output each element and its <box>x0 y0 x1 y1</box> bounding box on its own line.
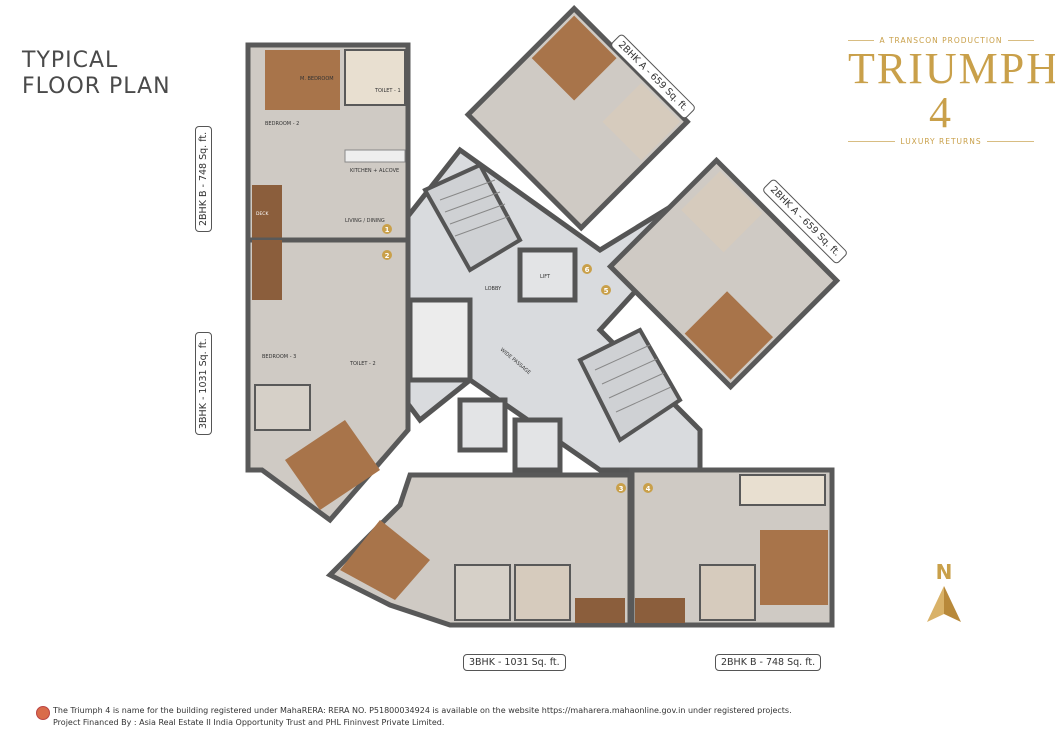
flat-markers: 1 2 3 4 5 6 <box>382 224 653 493</box>
page-title-line-1: TYPICAL <box>22 48 119 73</box>
bedroom-2-label: BEDROOM - 2 <box>265 121 299 127</box>
flat-marker-5: 5 <box>601 285 611 295</box>
svg-text:6: 6 <box>585 266 590 274</box>
staircase-bottom <box>577 327 683 443</box>
logo-tagline-top: A TRANSCON PRODUCTION <box>848 36 1034 45</box>
lobby-label: LOBBY <box>485 286 502 292</box>
bedroom-3-label: BEDROOM - 3 <box>262 354 296 360</box>
logo-tagline-bottom: LUXURY RETURNS <box>848 137 1034 146</box>
north-compass: N <box>925 560 963 629</box>
deck-label: DECK <box>256 211 269 217</box>
rera-logo-icon <box>36 706 50 720</box>
unit-tag-bottom-3bhk: 3BHK - 1031 Sq. ft. <box>463 654 566 671</box>
svg-text:2: 2 <box>385 252 390 260</box>
page-title: TYPICAL FLOOR PLAN <box>22 48 171 100</box>
north-label: N <box>935 560 953 584</box>
triumph-4-logo: A TRANSCON PRODUCTION TRIUMPH 4 LUXURY R… <box>848 36 1055 146</box>
flat-marker-6: 6 <box>582 264 592 274</box>
logo-name: TRIUMPH 4 <box>848 44 1055 137</box>
flat-marker-3: 3 <box>616 483 626 493</box>
rera-note: The Triumph 4 is name for the building r… <box>53 706 792 715</box>
svg-text:3: 3 <box>619 485 624 493</box>
unit-left-2bhk-b: M. BEDROOM BEDROOM - 2 TOILET - 1 KITCHE… <box>245 42 411 243</box>
toilet-1-label: TOILET - 1 <box>374 88 401 94</box>
living-label: LIVING / DINING <box>345 218 385 224</box>
north-arrow-icon <box>927 586 961 622</box>
unit-top-2bhk-a-1 <box>464 5 691 232</box>
unit-tag-left-2bhk-b: 2BHK B - 748 Sq. ft. <box>195 125 212 232</box>
master-bedroom-label: M. BEDROOM <box>300 76 334 82</box>
unit-bottom-2bhk-b <box>629 467 835 628</box>
lift-label: LIFT <box>540 274 551 280</box>
svg-text:1: 1 <box>385 226 390 234</box>
flat-marker-1: 1 <box>382 224 392 234</box>
unit-tag-bottom-2bhk-b: 2BHK B - 748 Sq. ft. <box>715 654 822 671</box>
flat-marker-4: 4 <box>643 483 653 493</box>
svg-text:4: 4 <box>646 485 651 493</box>
svg-text:5: 5 <box>604 287 609 295</box>
toilet-2-label: TOILET - 2 <box>349 361 376 367</box>
unit-bottom-3bhk <box>325 472 633 628</box>
footer-disclaimer: The Triumph 4 is name for the building r… <box>36 705 792 729</box>
flat-marker-2: 2 <box>382 250 392 260</box>
unit-top-2bhk-a-2 <box>606 156 841 391</box>
kitchen-label: KITCHEN + ALCOVE <box>350 168 399 174</box>
unit-tag-left-3bhk: 3BHK - 1031 Sq. ft. <box>195 332 212 435</box>
finance-note: Project Financed By : Asia Real Estate I… <box>53 718 445 727</box>
page-title-line-2: FLOOR PLAN <box>22 74 171 99</box>
central-core: LIFT LOBBY WIDE PASSAGE <box>402 146 709 473</box>
unit-left-3bhk: BEDROOM - 3 TOILET - 2 <box>245 237 411 524</box>
staircase-top <box>422 162 523 273</box>
